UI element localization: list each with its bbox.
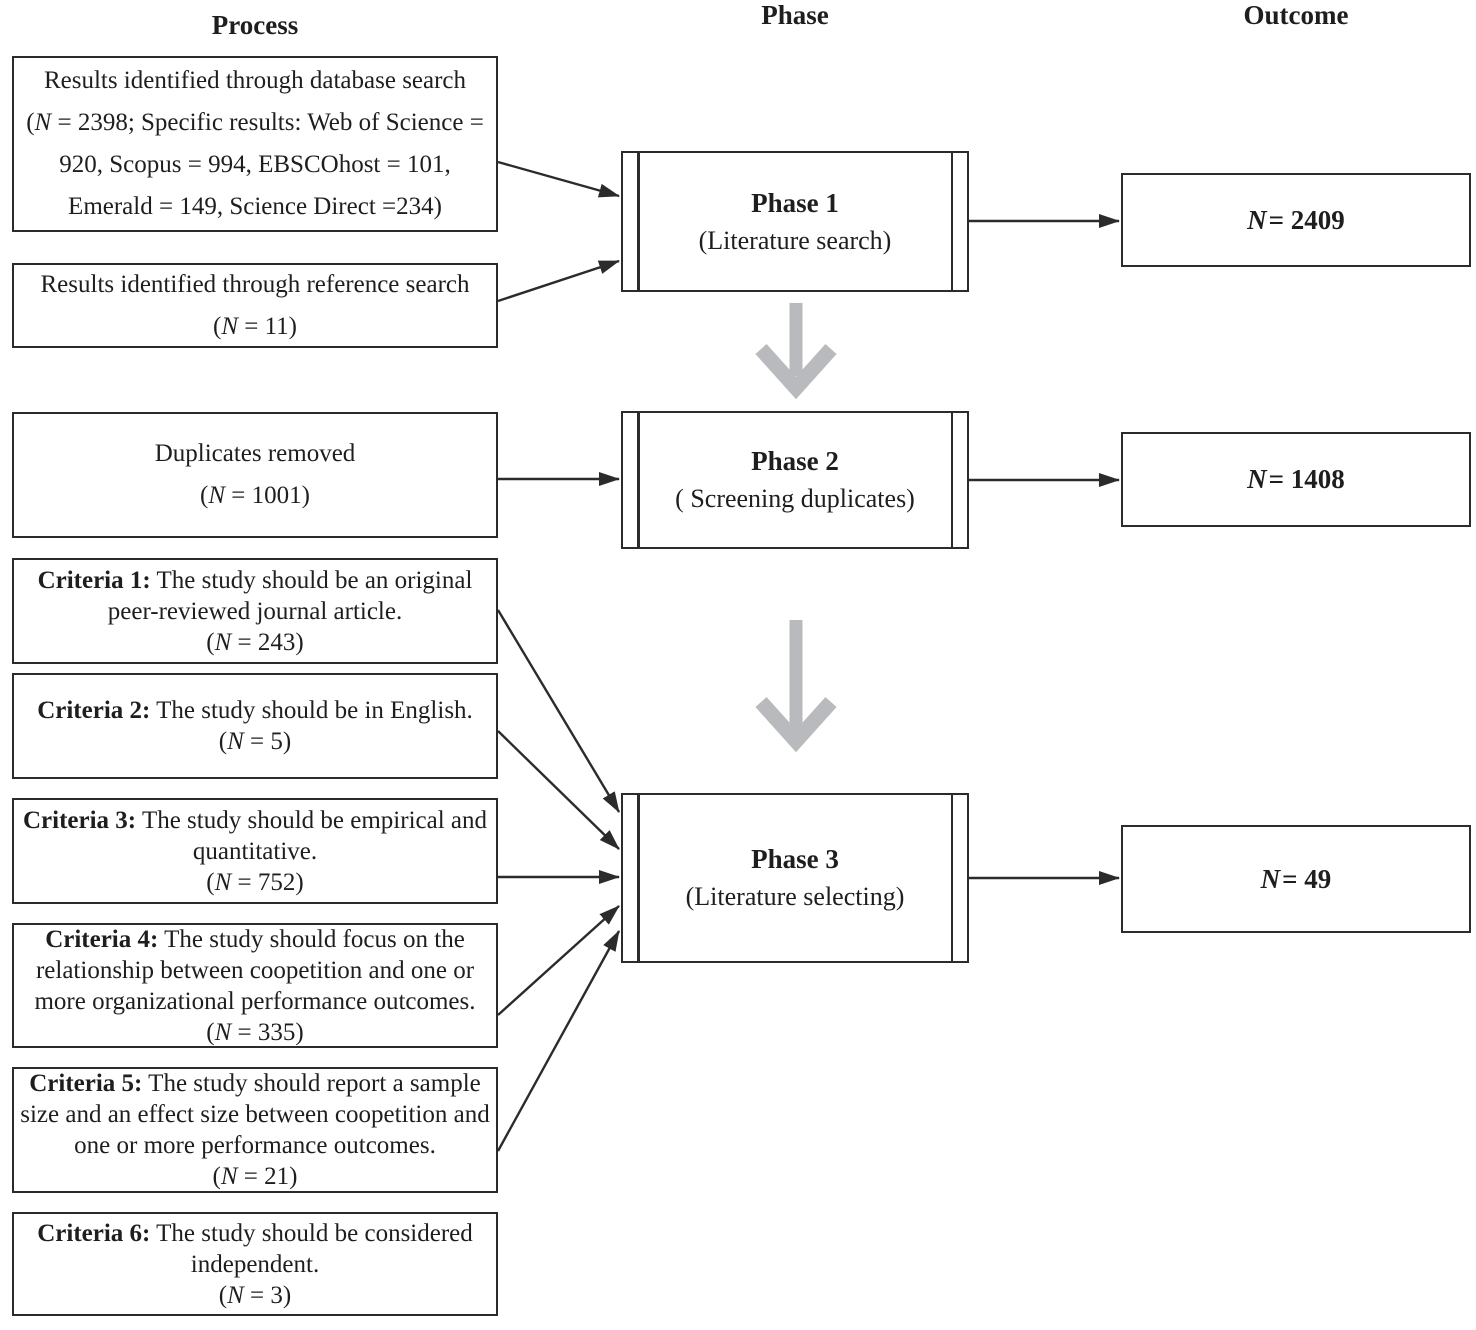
process-box-count: (N = 5) — [20, 726, 490, 757]
criteria-body: The study should report a sample size an… — [20, 1070, 490, 1159]
criteria-body: The study should be an original peer-rev… — [107, 566, 473, 625]
process-box-criteria-4: Criteria 4: The study should focus on th… — [12, 923, 498, 1048]
criteria-text: Criteria 6: The study should be consider… — [20, 1218, 490, 1280]
process-box-count: (N = 21) — [20, 1161, 490, 1192]
outcome-value: = 2409 — [1268, 204, 1345, 235]
outcome-value: = 1408 — [1268, 464, 1345, 494]
process-box-count: (N = 11) — [24, 306, 486, 348]
outcome-value: = 49 — [1282, 863, 1332, 894]
process-box-title: Results identified through reference sea… — [40, 270, 470, 298]
n-symbol: N — [1260, 863, 1281, 894]
criteria-body: The study should be empirical and quanti… — [136, 806, 487, 865]
arrow-database-to-phase1 — [497, 160, 620, 198]
outcome-box-1: N = 2409 — [1121, 173, 1471, 267]
n-symbol: N — [34, 109, 52, 136]
n-open: ( — [206, 1018, 215, 1046]
process-box-duplicates-removed: Duplicates removed (N = 1001) — [12, 412, 498, 538]
criteria-label: Criteria 1: — [37, 566, 151, 594]
n-symbol: N — [214, 1018, 232, 1046]
n-rest: = 335) — [231, 1018, 304, 1046]
n-symbol: N — [227, 728, 244, 755]
n-symbol: N — [1247, 204, 1267, 235]
phase-title: Phase 2 — [751, 446, 839, 476]
criteria-label: Criteria 5: — [29, 1070, 143, 1097]
n-open: ( — [212, 1163, 221, 1190]
n-rest: = 11) — [238, 312, 297, 340]
arrow-criteria4-to-phase3 — [497, 905, 620, 1016]
process-box-database-search: Results identified through database sear… — [12, 56, 498, 232]
process-box-count: (N = 1001) — [24, 475, 486, 517]
outcome-box-3: N = 49 — [1121, 825, 1471, 933]
criteria-label: Criteria 2: — [37, 697, 151, 724]
phase-1-box: Phase 1 (Literature search) — [621, 151, 969, 292]
n-symbol: N — [208, 482, 226, 509]
arrow-criteria1-to-phase3 — [496, 609, 621, 813]
process-box-count: (N = 3) — [20, 1280, 490, 1311]
phase-subtitle: (Literature search) — [698, 225, 892, 255]
n-open: ( — [218, 1281, 228, 1309]
n-symbol: N — [214, 868, 232, 896]
n-open: ( — [26, 109, 35, 136]
n-open: ( — [212, 312, 222, 340]
phase-2-box: Phase 2 ( Screening duplicates) — [621, 411, 969, 549]
n-open: ( — [200, 482, 209, 509]
n-symbol: N — [1247, 464, 1267, 494]
n-rest: = 5) — [243, 728, 292, 755]
criteria-body: The study should be considered independe… — [150, 1219, 473, 1278]
column-header-process: Process — [211, 10, 299, 40]
phase-title: Phase 1 — [751, 187, 839, 218]
process-box-count: (N = 2398; Specific results: Web of Scie… — [24, 102, 486, 228]
column-header-outcome: Outcome — [1243, 0, 1349, 30]
n-symbol: N — [214, 628, 232, 656]
arrow-criteria2-to-phase3 — [497, 730, 620, 850]
process-box-title: Duplicates removed — [154, 440, 356, 467]
outcome-box-2: N = 1408 — [1121, 432, 1471, 527]
n-rest: = 752) — [231, 868, 304, 896]
criteria-text: Criteria 1: The study should be an origi… — [20, 565, 490, 627]
criteria-label: Criteria 6: — [37, 1219, 151, 1247]
criteria-text: Criteria 4: The study should focus on th… — [20, 924, 490, 1017]
process-box-title: Results identified through database sear… — [43, 67, 467, 94]
phase-subtitle: ( Screening duplicates) — [675, 484, 915, 513]
arrow-reference-to-phase1 — [497, 259, 620, 303]
n-rest: = 21) — [237, 1163, 298, 1190]
criteria-text: Criteria 2: The study should be in Engli… — [20, 695, 490, 726]
process-box-criteria-2: Criteria 2: The study should be in Engli… — [12, 673, 498, 779]
n-rest: = 2398; Specific results: Web of Science… — [51, 109, 484, 220]
process-box-criteria-6: Criteria 6: The study should be consider… — [12, 1212, 498, 1316]
criteria-label: Criteria 3: — [23, 806, 137, 834]
process-box-criteria-1: Criteria 1: The study should be an origi… — [12, 558, 498, 664]
arrow-criteria5-to-phase3 — [496, 930, 621, 1152]
n-symbol: N — [220, 1163, 238, 1190]
process-box-reference-search: Results identified through reference sea… — [12, 263, 498, 348]
gray-arrow-phase1-to-phase2 — [755, 303, 837, 400]
criteria-body: The study should focus on the relationsh… — [34, 925, 476, 1015]
criteria-label: Criteria 4: — [45, 925, 159, 953]
n-open: ( — [206, 628, 215, 656]
criteria-text: Criteria 5: The study should report a sa… — [20, 1068, 490, 1161]
n-rest: = 3) — [243, 1281, 292, 1309]
n-rest: = 243) — [231, 628, 304, 656]
n-symbol: N — [227, 1281, 244, 1309]
process-box-criteria-5: Criteria 5: The study should report a sa… — [12, 1067, 498, 1193]
criteria-body: The study should be in English. — [150, 697, 473, 724]
n-rest: = 1001) — [225, 482, 310, 509]
n-open: ( — [206, 868, 215, 896]
n-symbol: N — [221, 312, 238, 340]
phase-title: Phase 3 — [751, 844, 839, 874]
phase-3-box: Phase 3 (Literature selecting) — [621, 793, 969, 963]
criteria-text: Criteria 3: The study should be empirica… — [20, 805, 490, 867]
phase-subtitle: (Literature selecting) — [685, 882, 905, 911]
n-open: ( — [218, 728, 228, 755]
process-box-count: (N = 752) — [20, 867, 490, 898]
gray-arrow-phase2-to-phase3 — [755, 620, 837, 753]
column-header-phase: Phase — [761, 0, 829, 30]
process-box-count: (N = 335) — [20, 1017, 490, 1048]
process-box-criteria-3: Criteria 3: The study should be empirica… — [12, 798, 498, 904]
process-box-count: (N = 243) — [20, 627, 490, 658]
